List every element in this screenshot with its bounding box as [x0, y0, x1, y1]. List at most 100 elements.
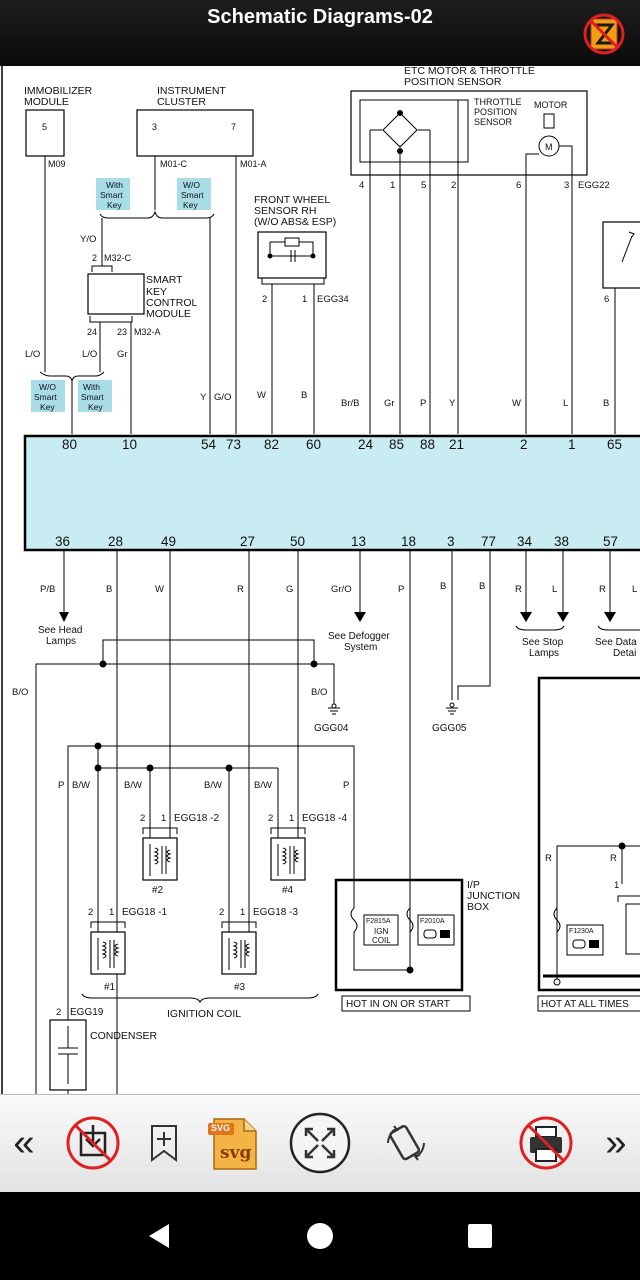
svg-text:Lamps: Lamps — [529, 648, 559, 659]
svg-text:1: 1 — [161, 813, 166, 824]
wheel-sensor-label: FRONT WHEEL — [254, 194, 330, 206]
svg-text:36: 36 — [55, 534, 70, 549]
svg-text:See Head: See Head — [38, 625, 82, 636]
svg-text:Gr: Gr — [117, 349, 128, 360]
svg-text:1: 1 — [568, 437, 576, 452]
svg-text:Gr/O: Gr/O — [331, 584, 352, 595]
svg-text:R: R — [545, 853, 552, 864]
svg-text:EGG18 -2: EGG18 -2 — [174, 813, 219, 824]
svg-text:Smart: Smart — [34, 392, 57, 402]
print-disabled-icon[interactable] — [516, 1105, 576, 1181]
svg-text:R: R — [237, 584, 244, 595]
bookmark-add-icon[interactable] — [144, 1105, 184, 1181]
svg-text:See Data: See Data — [595, 637, 637, 648]
recents-icon[interactable] — [452, 1208, 508, 1264]
immobilizer-label-2: MODULE — [24, 96, 69, 108]
svg-text:Y: Y — [200, 392, 207, 403]
svg-text:Key: Key — [88, 402, 103, 412]
svg-text:1: 1 — [240, 907, 245, 918]
svg-text:1: 1 — [109, 907, 114, 918]
svg-text:1: 1 — [614, 880, 619, 891]
svg-text:EGG18 -1: EGG18 -1 — [122, 907, 167, 918]
svg-text:3: 3 — [447, 534, 455, 549]
back-icon[interactable] — [132, 1208, 188, 1264]
svg-text:24: 24 — [358, 437, 374, 452]
svg-text:1: 1 — [289, 813, 294, 824]
svg-text:L/O: L/O — [82, 349, 97, 360]
svg-text:EGG19: EGG19 — [70, 1007, 104, 1018]
svg-text:B/W: B/W — [72, 780, 90, 791]
svg-text:5: 5 — [42, 122, 47, 132]
svg-text:65: 65 — [607, 437, 622, 452]
app-header: Schematic Diagrams-02 — [0, 0, 640, 66]
svg-text:Key: Key — [183, 200, 198, 210]
svg-text:R: R — [599, 584, 606, 595]
svg-text:MOTOR: MOTOR — [534, 100, 568, 110]
svg-text:Br/B: Br/B — [341, 398, 359, 409]
svg-text:Smart: Smart — [181, 190, 204, 200]
svg-text:Y: Y — [449, 398, 456, 409]
svg-text:2: 2 — [219, 907, 224, 918]
svg-text:85: 85 — [389, 437, 404, 452]
svg-text:EGG18 -3: EGG18 -3 — [253, 907, 298, 918]
svg-text:6: 6 — [604, 294, 609, 305]
svg-text:W: W — [512, 398, 521, 409]
rotate-icon[interactable] — [378, 1105, 434, 1181]
svg-text:18: 18 — [401, 534, 416, 549]
svg-text:2: 2 — [56, 1007, 61, 1018]
svg-text:G: G — [286, 584, 293, 595]
svg-text:W: W — [155, 584, 164, 595]
svg-text:23: 23 — [117, 327, 127, 337]
svg-text:50: 50 — [290, 534, 305, 549]
svg-text:M32-A: M32-A — [134, 327, 161, 337]
svg-text:P/B: P/B — [40, 584, 55, 595]
svg-text:F2010A: F2010A — [420, 918, 445, 925]
svg-text:With: With — [106, 180, 123, 190]
cluster-label: INSTRUMENT — [157, 85, 226, 97]
svg-text:28: 28 — [108, 534, 123, 549]
svg-text:R: R — [610, 853, 617, 864]
svg-text:73: 73 — [226, 437, 241, 452]
svg-text:2: 2 — [140, 813, 145, 824]
svg-text:2: 2 — [268, 813, 273, 824]
home-icon[interactable] — [292, 1208, 348, 1264]
download-disabled-icon[interactable] — [64, 1105, 122, 1181]
svg-text:B/W: B/W — [254, 780, 272, 791]
svg-text:P: P — [420, 398, 426, 409]
svg-text:M01-C: M01-C — [160, 159, 188, 169]
svg-text:2: 2 — [262, 294, 267, 305]
svg-text:7: 7 — [231, 122, 236, 132]
svg-text:F2815A: F2815A — [366, 918, 391, 925]
svg-text:80: 80 — [62, 437, 77, 452]
ecm-block — [23, 434, 640, 552]
svg-text:(W/O ABS& ESP): (W/O ABS& ESP) — [254, 216, 336, 228]
fit-screen-icon[interactable] — [286, 1105, 354, 1181]
svg-text:EGG22: EGG22 — [578, 180, 610, 191]
svg-text:2: 2 — [520, 437, 528, 452]
svg-text:See Defogger: See Defogger — [328, 631, 390, 642]
svg-text:GGG05: GGG05 — [432, 723, 467, 734]
page-title: Schematic Diagrams-02 — [207, 6, 433, 28]
svg-text:M32-C: M32-C — [104, 253, 132, 263]
ecm-top-pins: 80 10 54 73 82 60 24 85 88 21 2 1 65 — [62, 437, 622, 452]
svg-text:B: B — [603, 398, 609, 409]
previous-page-button[interactable]: « — [13, 1121, 35, 1164]
svg-text:R: R — [515, 584, 522, 595]
z-logo-disabled-icon[interactable] — [582, 12, 626, 56]
svg-text:B: B — [301, 390, 307, 401]
svg-file-icon[interactable]: SVG svg — [204, 1105, 262, 1181]
schematic-diagram[interactable]: IMMOBILIZER MODULE 5 M09 INSTRUMENT CLUS… — [0, 66, 640, 1094]
condenser-label: CONDENSER — [90, 1030, 158, 1042]
svg-text:Smart: Smart — [100, 190, 123, 200]
svg-text:#3: #3 — [234, 982, 246, 993]
svg-text:1: 1 — [302, 294, 307, 305]
svg-text:W/O: W/O — [39, 382, 56, 392]
next-page-button[interactable]: » — [605, 1121, 627, 1164]
svg-text:Key: Key — [107, 200, 122, 210]
svg-text:Smart: Smart — [81, 392, 104, 402]
svg-text:54: 54 — [201, 437, 217, 452]
svg-text:L: L — [632, 584, 637, 595]
svg-text:24: 24 — [87, 327, 97, 337]
svg-text:38: 38 — [554, 534, 569, 549]
svg-text:1: 1 — [390, 180, 395, 191]
